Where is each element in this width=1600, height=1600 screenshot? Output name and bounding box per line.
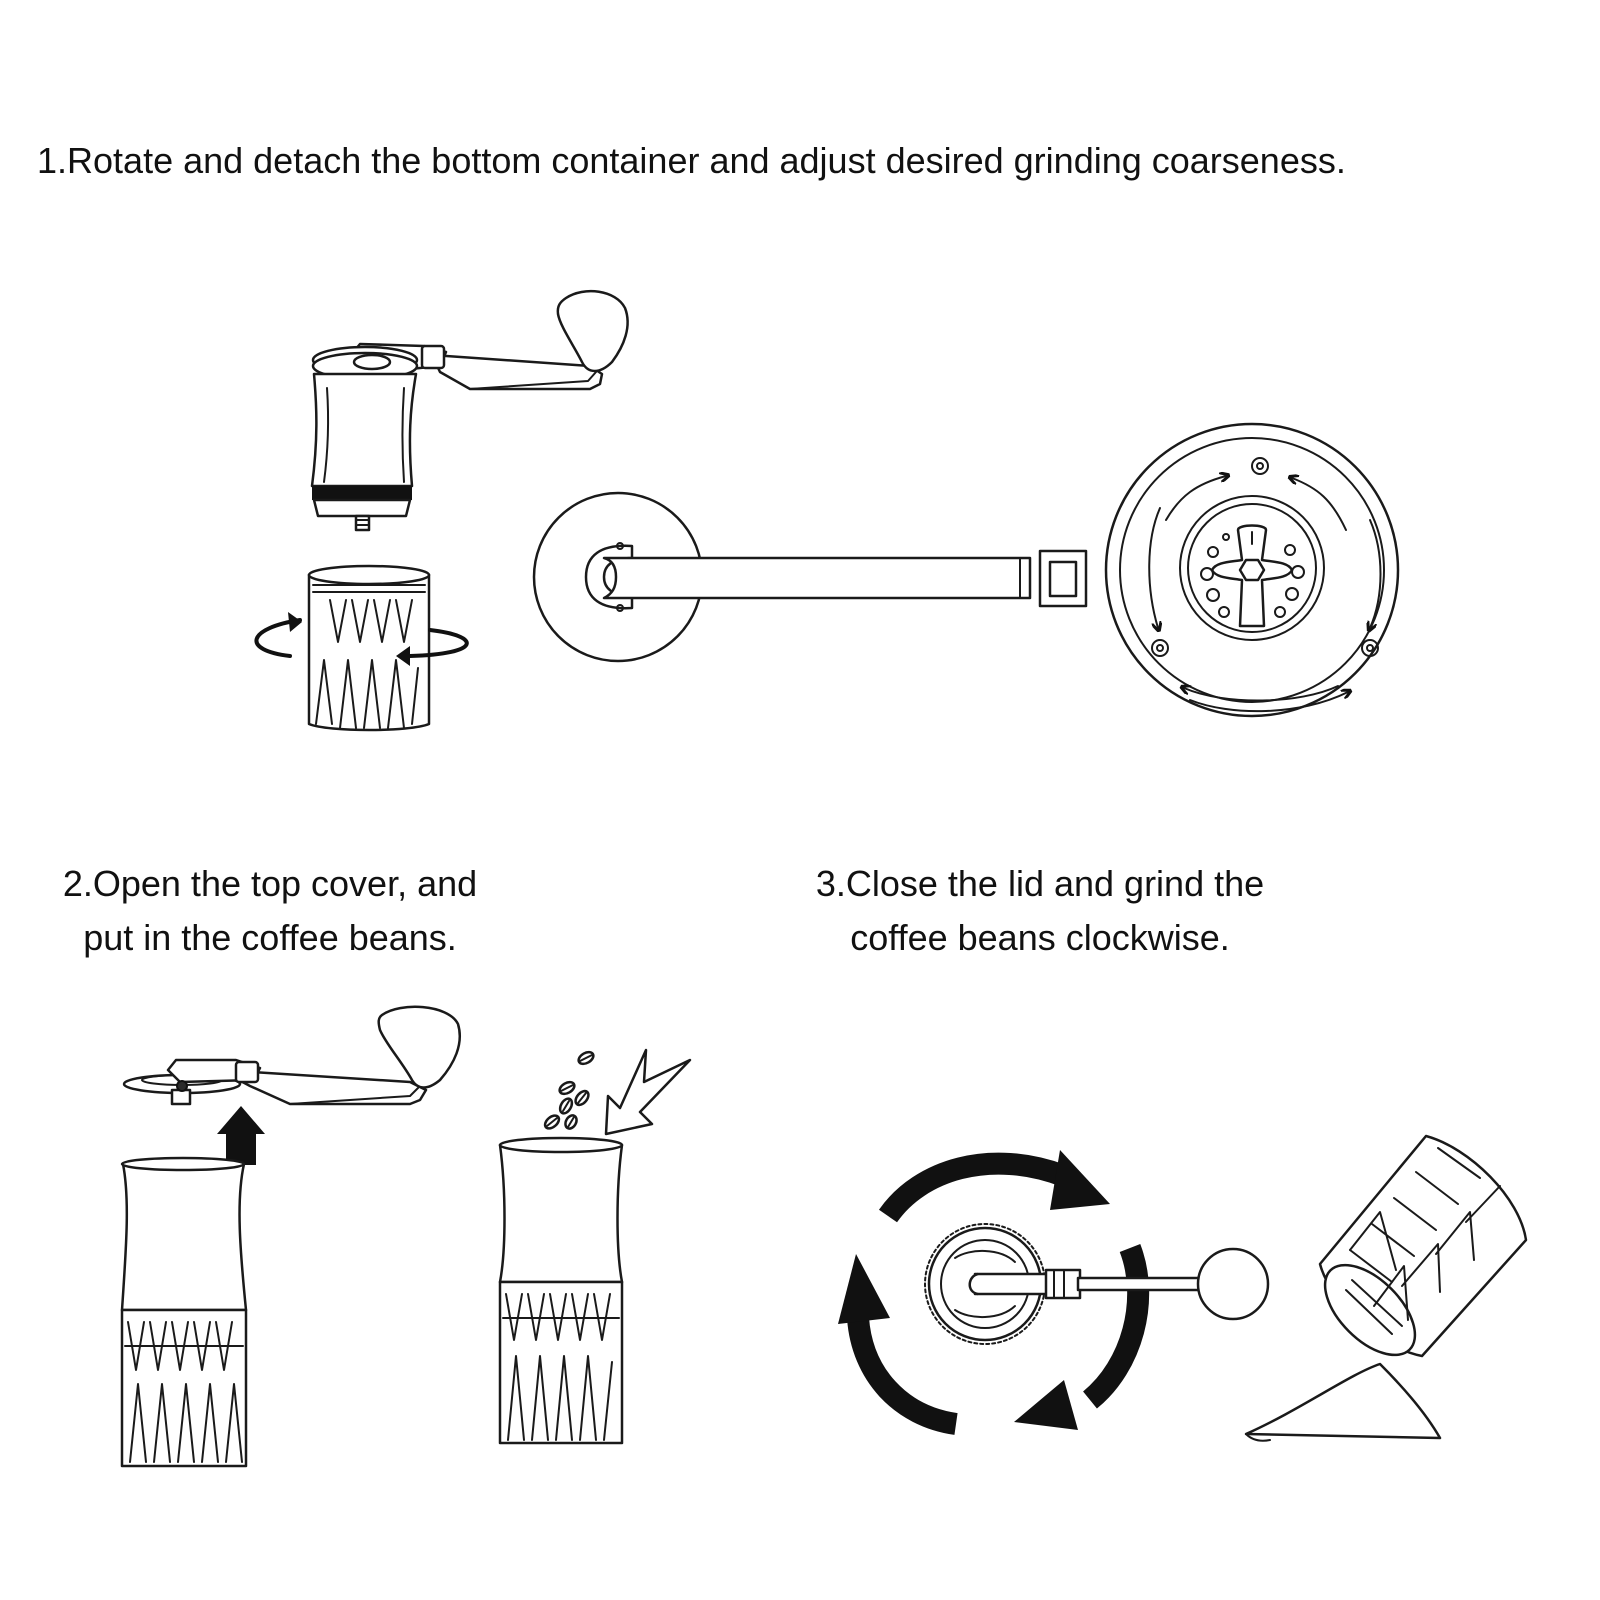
coffee-grounds-pile-illustration xyxy=(1244,1362,1442,1442)
step-1-bottom-container-illustration xyxy=(254,564,469,732)
step-3-line-1: 3.Close the lid and grind the xyxy=(815,863,1265,904)
step-2-open-grinder-illustration xyxy=(498,1136,624,1445)
clockwise-rotation-arrows-icon xyxy=(838,1150,1150,1435)
step-1-instruction: 1.Rotate and detach the bottom container… xyxy=(37,140,1346,181)
step-3-instruction: 3.Close the lid and grind the coffee bea… xyxy=(760,857,1320,965)
step-1-grinder-top-illustration xyxy=(310,290,629,532)
step-2-line-1: 2.Open the top cover, and xyxy=(62,863,478,904)
step-2-instruction: 2.Open the top cover, and put in the cof… xyxy=(10,857,530,965)
step-3-grinder-top-view-illustration xyxy=(924,1223,1270,1345)
up-arrow-icon xyxy=(217,1106,265,1165)
step-2-grinder-body-illustration xyxy=(120,1156,248,1468)
step-2-lid-and-handle-illustration xyxy=(122,1005,462,1106)
step-2-line-2: put in the coffee beans. xyxy=(83,917,457,958)
step-3-line-2: coffee beans clockwise. xyxy=(850,917,1230,958)
coffee-beans-icon xyxy=(543,1050,595,1130)
pour-arrow-icon xyxy=(604,1048,692,1136)
step-1-top-view-illustration xyxy=(532,422,1400,718)
step-3-bottom-container-illustration xyxy=(1318,1134,1528,1358)
